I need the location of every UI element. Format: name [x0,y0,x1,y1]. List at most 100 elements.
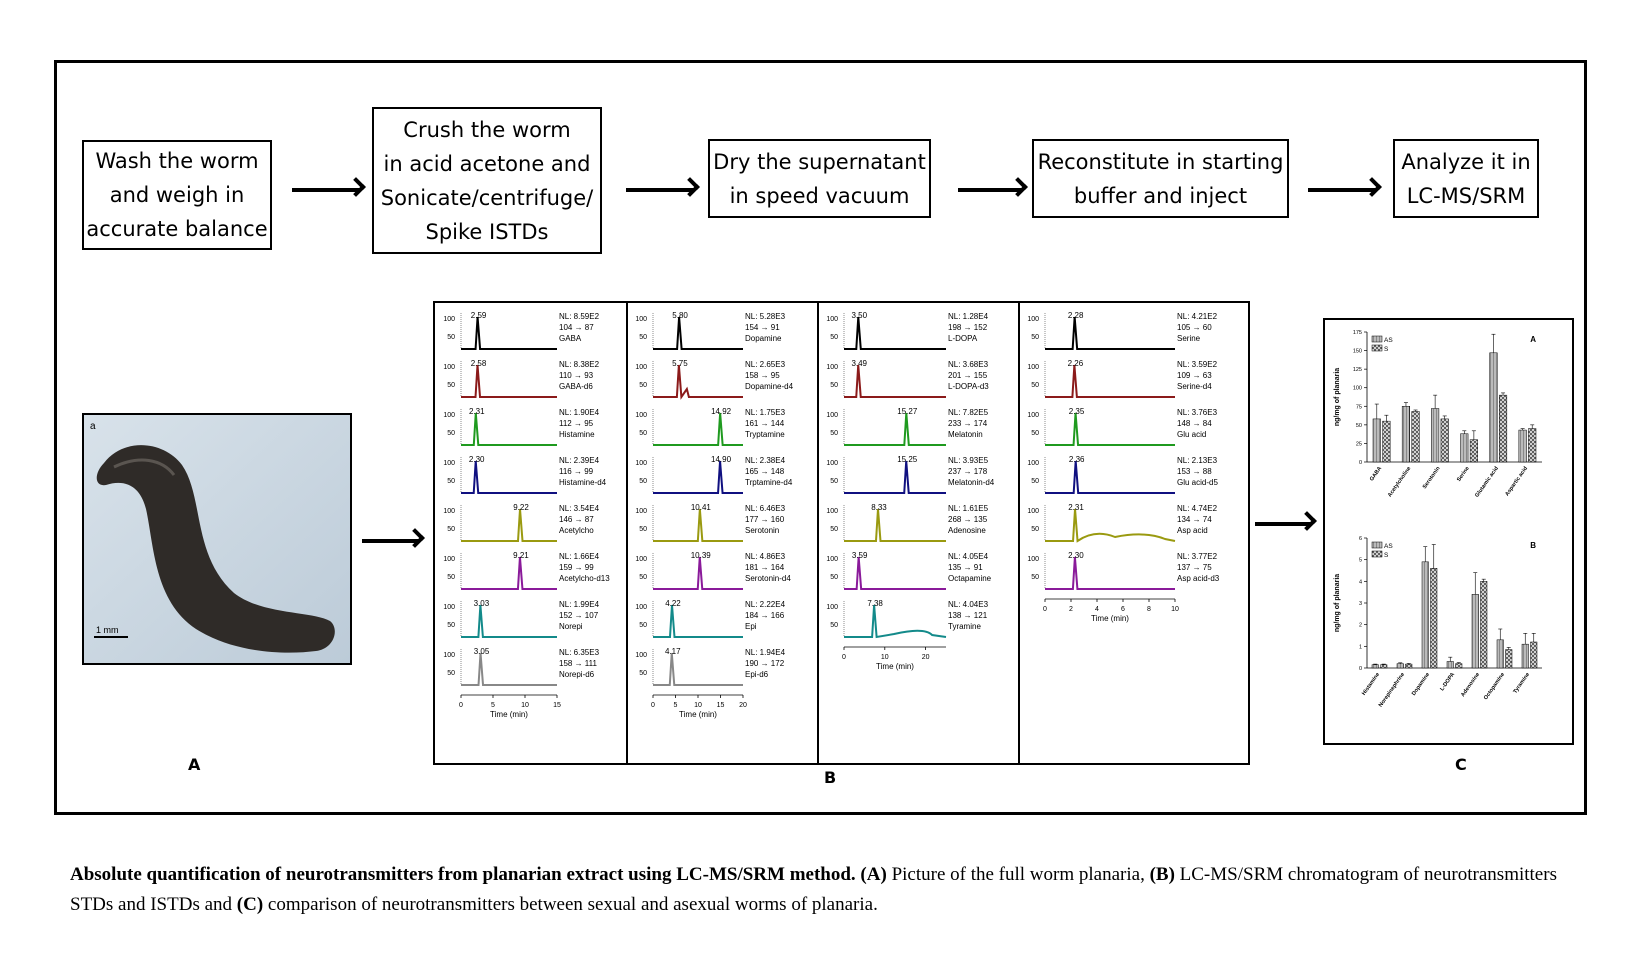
trace-line [653,652,743,686]
bar-s [1480,581,1488,669]
y-tick-label: 100 [443,460,455,467]
legend-swatch [1371,335,1383,343]
caption-a-text: Picture of the full worm planaria, [891,864,1145,885]
analyte-name: Serine [1177,334,1201,343]
transition-label: 181 → 164 [745,563,785,572]
bar-as [1372,418,1381,463]
retention-time-label: 2.30 [469,455,485,464]
retention-time-label: 3.49 [851,359,867,368]
y-tick-label: 100 [635,316,647,323]
bar-as [1489,352,1498,463]
y-tick-label: 100 [1027,556,1039,563]
bar-as [1460,433,1469,463]
y-axis-title: ng/mg of planaria [1334,574,1341,632]
retention-time-label: 5.80 [672,311,688,320]
step-reconstitute: Reconstitute in starting buffer and inje… [1032,139,1289,218]
analyte-name: Trptamine-d4 [745,478,793,487]
category-label: Dopamine [1411,672,1431,697]
y-tick-label: 50 [639,382,647,389]
trace-line [461,604,557,638]
trace-line [461,316,557,350]
normalization-level: NL: 8.38E2 [559,360,600,369]
normalization-level: NL: 4.05E4 [948,552,989,561]
scale-bar-label: 1 mm [96,625,119,635]
bar-as [1471,594,1479,669]
worm-photo: a 1 mm [82,413,352,665]
y-tick-label: 175 [1353,330,1362,336]
y-tick-label: 50 [1356,423,1362,429]
retention-time-label: 2.28 [1068,311,1084,320]
bar-s [1505,649,1513,669]
bar-as [1446,661,1454,669]
analyte-name: Asp acid-d3 [1177,574,1220,583]
y-tick-label: 2 [1359,623,1362,629]
y-tick-label: 50 [639,478,647,485]
trace-line [653,316,743,350]
y-tick-label: 50 [830,334,838,341]
normalization-level: NL: 3.93E5 [948,456,989,465]
normalization-level: NL: 3.77E2 [1177,552,1218,561]
analyte-name: Epi [745,622,757,631]
y-tick-label: 100 [443,364,455,371]
x-tick-label: 15 [717,702,725,709]
normalization-level: NL: 2.13E3 [1177,456,1218,465]
step-analyze: Analyze it in LC-MS/SRM [1393,139,1539,218]
normalization-level: NL: 2.38E4 [745,456,786,465]
x-tick-label: 15 [553,702,561,709]
y-tick-label: 50 [639,670,647,677]
analyte-name: Histamine [559,430,595,439]
arrow-4 [1308,188,1376,192]
trace-line [653,460,743,494]
y-tick-label: 25 [1356,441,1362,447]
bar-as [1401,406,1410,463]
y-tick-label: 100 [826,412,838,419]
retention-time-label: 8.33 [871,503,887,512]
analyte-name: Histamine-d4 [559,478,607,487]
y-tick-label: 0 [1359,666,1362,672]
category-label: Aspartic acid [1504,466,1529,498]
y-tick-label: 50 [1031,430,1039,437]
normalization-level: NL: 3.59E2 [1177,360,1218,369]
bar-as [1496,639,1504,669]
category-label: Norepinephrine [1378,672,1406,709]
y-tick-label: 100 [443,508,455,515]
y-tick-label: 100 [826,364,838,371]
transition-label: 104 → 87 [559,323,594,332]
y-tick-label: 50 [830,574,838,581]
arrow-6 [1255,522,1311,526]
retention-time-label: 3.05 [474,647,490,656]
bar-s [1528,428,1537,463]
category-label: Glutamic acid [1474,466,1500,499]
x-tick-label: 8 [1147,606,1151,613]
retention-time-label: 2.35 [1069,407,1085,416]
trace-line [653,412,743,446]
trace-line [461,412,557,446]
y-tick-label: 100 [635,604,647,611]
y-tick-label: 100 [826,604,838,611]
trace-line [653,604,743,638]
y-tick-label: 50 [447,334,455,341]
caption-a-label: (A) [860,864,887,885]
normalization-level: NL: 7.82E5 [948,408,989,417]
analyte-name: Glu acid-d5 [1177,478,1218,487]
analyte-name: Serine-d4 [1177,382,1212,391]
transition-label: 110 → 93 [559,371,594,380]
x-tick-label: 10 [1171,606,1179,613]
transition-label: 134 → 74 [1177,515,1212,524]
trace-line [461,508,557,542]
retention-time-label: 3.59 [852,551,868,560]
y-tick-label: 50 [639,526,647,533]
normalization-level: NL: 1.28E4 [948,312,989,321]
analyte-name: Acetylcho [559,526,594,535]
normalization-level: NL: 6.35E3 [559,648,600,657]
